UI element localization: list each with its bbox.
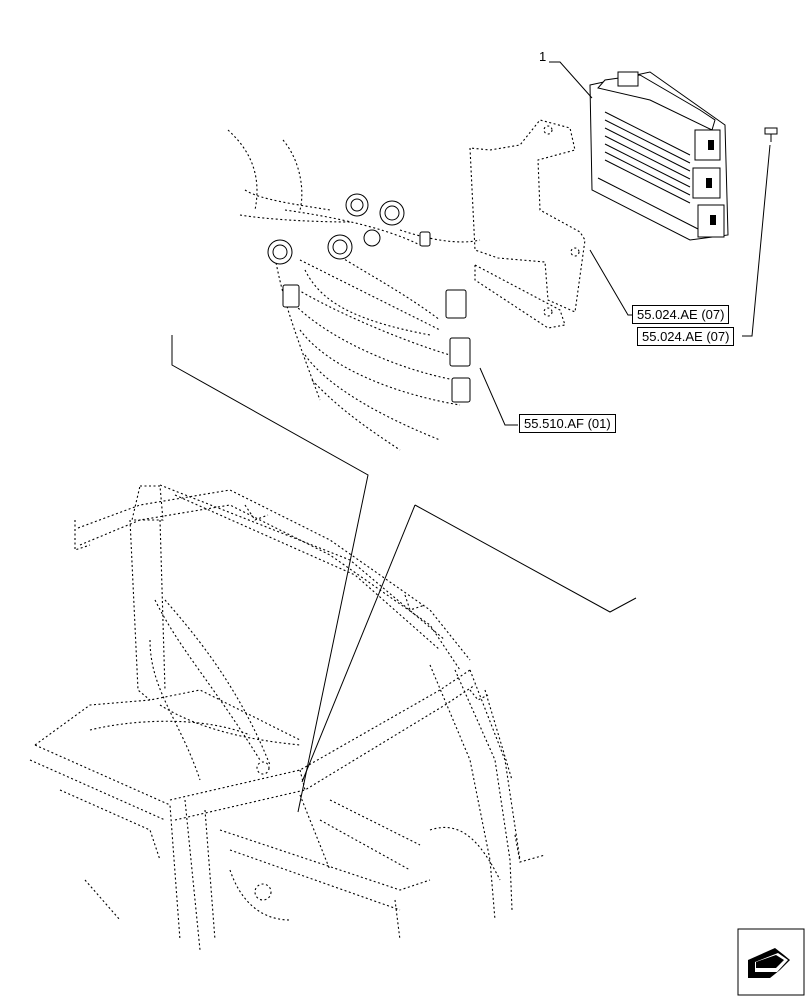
wiring-harness-detail (227, 129, 481, 451)
leader-lines (171, 61, 771, 813)
view-direction-arrow-icon[interactable] (737, 928, 805, 996)
mounting-bracket (469, 119, 586, 329)
reference-link[interactable]: 55.024.AE (07) (632, 305, 730, 324)
fastener (764, 127, 778, 142)
reference-link[interactable]: 55.024.AE (07) (637, 327, 735, 346)
rectangular-connector (282, 231, 471, 403)
ecu-controller (589, 71, 729, 241)
round-connector (267, 193, 405, 265)
cab-frame (29, 484, 546, 951)
callout-number: 1 (539, 49, 547, 64)
reference-link[interactable]: 55.510.AF (01) (519, 414, 616, 433)
